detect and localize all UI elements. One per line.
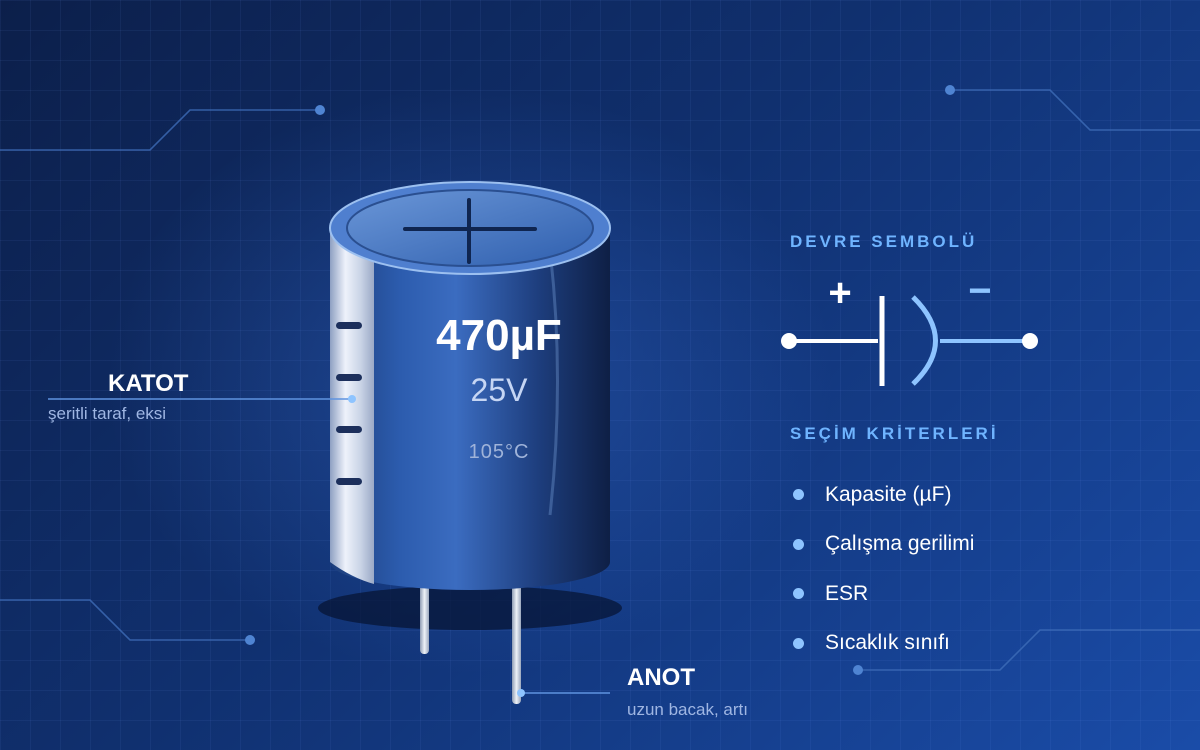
katot-title: KATOT <box>108 370 189 397</box>
circuit-symbol: + − <box>781 269 1038 386</box>
cathode-stripe <box>330 228 374 584</box>
criteria-item-label: Çalışma gerilimi <box>825 532 975 556</box>
minus-marks <box>336 322 362 485</box>
criteria-item: Sıcaklık sınıfı <box>793 619 974 669</box>
temperature-label: 105°C <box>468 441 530 463</box>
symbol-section-title: DEVRE SEMBOLÜ <box>790 232 978 251</box>
bullet-icon <box>793 637 804 649</box>
trace-node <box>945 85 955 95</box>
criteria-item-label: Sıcaklık sınıfı <box>825 631 950 655</box>
capacitor-shadow <box>318 586 622 630</box>
criteria-section-title: SEÇİM KRİTERLERİ <box>790 424 999 443</box>
trace-node <box>245 635 255 645</box>
symbol-plate-curved <box>911 295 938 386</box>
bullet-icon <box>793 489 804 501</box>
trace-top-right <box>950 89 1200 131</box>
bullet-icon <box>793 538 804 550</box>
minus-mark <box>336 426 362 433</box>
minus-mark <box>336 374 362 381</box>
capacitor-body <box>330 228 610 590</box>
criteria-item-label: Kapasite (µF) <box>825 482 952 506</box>
trace-bottom-left <box>0 599 248 641</box>
body-highlight <box>548 249 559 516</box>
lead-long <box>512 580 521 704</box>
symbol-minus-sign: − <box>968 269 991 313</box>
capacitance-label: 470µF <box>436 311 562 360</box>
minus-mark <box>336 478 362 485</box>
trace-bottom-right <box>858 629 1200 671</box>
circuit-traces <box>0 89 1200 671</box>
bullet-icon <box>793 588 804 600</box>
criteria-item-label: ESR <box>825 581 869 605</box>
symbol-plus-sign: + <box>828 271 851 315</box>
minus-mark <box>336 322 362 329</box>
anot-title: ANOT <box>627 664 695 691</box>
criteria-item: Çalışma gerilimi <box>793 520 974 570</box>
lead-short <box>420 580 429 654</box>
capacitor <box>329 181 611 590</box>
anot-subtitle: uzun bacak, artı <box>627 700 748 719</box>
criteria-item: ESR <box>793 569 974 619</box>
criteria-list: Kapasite (µF) Çalışma gerilimi ESR Sıcak… <box>793 470 974 668</box>
symbol-terminal-right <box>1022 333 1038 349</box>
trace-node <box>853 665 863 675</box>
criteria-item: Kapasite (µF) <box>793 470 974 520</box>
trace-node <box>315 105 325 115</box>
voltage-label: 25V <box>470 372 528 408</box>
anot-callout-dot <box>517 689 525 697</box>
trace-top-left <box>0 109 318 151</box>
symbol-terminal-left <box>781 333 797 349</box>
katot-subtitle: şeritli taraf, eksi <box>48 404 167 423</box>
katot-callout-dot <box>348 395 356 403</box>
